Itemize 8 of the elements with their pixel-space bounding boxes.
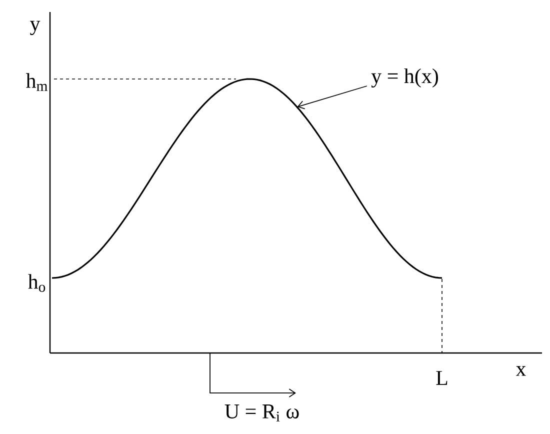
curve-label: y = h(x)	[371, 68, 438, 88]
velocity-label: U = R$_{i}$ ω	[224, 404, 299, 422]
axis-label: x	[516, 366, 526, 376]
leader-line	[297, 86, 368, 110]
axis-label: y	[30, 20, 40, 36]
tick-label: h$_{o}$	[28, 274, 46, 292]
tick-label: h$_{m}$	[26, 73, 48, 91]
tick-label: L	[436, 371, 448, 385]
